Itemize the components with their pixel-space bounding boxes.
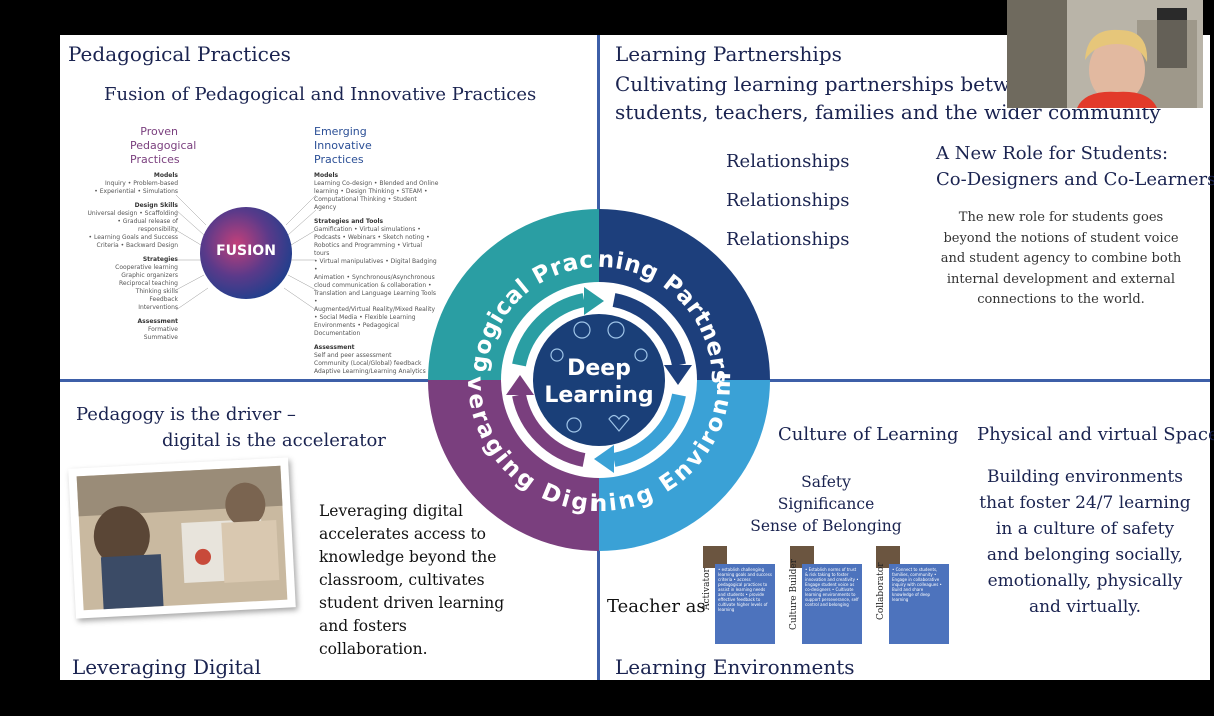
fusion-list-item: Environments • Pedagogical: [314, 322, 439, 330]
fusion-list-item: Adaptive Learning/Learning Analytics: [314, 368, 439, 376]
fusion-list-item: Inquiry • Problem-based: [80, 180, 178, 188]
fusion-list-item: Formative: [80, 326, 178, 334]
fusion-list-item: Universal design • Scaffolding: [80, 210, 178, 218]
fusion-list-heading: Assessment: [314, 344, 439, 352]
fusion-list-item: Robotics and Programming • Virtual tours: [314, 242, 439, 258]
fusion-list-item: • Experiential • Simulations: [80, 188, 178, 196]
relationships-text-1: Relationships: [726, 151, 849, 172]
new-role-title-1: A New Role for Students:: [936, 143, 1168, 164]
center-label-learning: Learning: [544, 383, 653, 408]
fusion-list-item: • Social Media • Flexible Learning: [314, 314, 439, 322]
fusion-list-item: • Virtual manipulatives • Digital Badgin…: [314, 258, 439, 274]
fusion-list-heading: Strategies: [80, 256, 178, 264]
fusion-list-item: Translation and Language Learning Tools …: [314, 290, 439, 306]
presenter-webcam: [1007, 0, 1203, 108]
fusion-label: FUSION: [198, 243, 294, 259]
collaborator-label: Collaborator: [876, 562, 886, 620]
pedagogy-driver-heading-2: digital is the accelerator: [162, 430, 386, 451]
fusion-list-item: Computational Thinking • Student Agency: [314, 196, 439, 212]
learning-partnerships-title: Learning Partnerships: [615, 42, 842, 66]
culture-builder-card: • Establish norms of trust & risk taking…: [802, 564, 862, 644]
physical-virtual-space-title: Physical and virtual Space: [977, 424, 1214, 445]
fusion-list-item: Augmented/Virtual Reality/Mixed Reality: [314, 306, 439, 314]
fusion-list-item: learning • Design Thinking • STEAM •: [314, 188, 439, 196]
fusion-list-heading: Models: [80, 172, 178, 180]
activator-card: • establish challenging learning goals a…: [715, 564, 775, 644]
fusion-list-heading: Assessment: [80, 318, 178, 326]
fusion-list-item: Community (Local/Global) feedback: [314, 360, 439, 368]
fusion-list-item: Graphic organizers: [80, 272, 178, 280]
presenter-video-image: [1007, 0, 1203, 108]
teacher-as-label: Teacher as: [607, 596, 706, 617]
fusion-list-item: • Learning Goals and Success: [80, 234, 178, 242]
new-role-title-2: Co-Designers and Co-Learners: [936, 169, 1214, 190]
fusion-list-item: Thinking skills: [80, 288, 178, 296]
fusion-list-heading: Design Skills: [80, 202, 178, 210]
fusion-list-item: Podcasts • Webinars • Sketch noting •: [314, 234, 439, 242]
culture-of-learning-title: Culture of Learning: [778, 424, 959, 445]
fusion-list-item: Summative: [80, 334, 178, 342]
fusion-list-item: Learning Co-design • Blended and Online: [314, 180, 439, 188]
fusion-list-heading: Models: [314, 172, 439, 180]
fusion-list-item: Documentation: [314, 330, 439, 338]
activator-label: Activator: [702, 568, 712, 610]
fusion-list-heading: Strategies and Tools: [314, 218, 439, 226]
leveraging-digital-footer: Leveraging Digital: [72, 655, 261, 679]
fusion-list-item: Reciprocal teaching: [80, 280, 178, 288]
fusion-list-item: Cooperative learning: [80, 264, 178, 272]
fusion-list-item: Animation • Synchronous/Asynchronous: [314, 274, 439, 282]
fusion-list-item: • Gradual release of responsibility: [80, 218, 178, 234]
collaborator-card: • Connect to students, families, communi…: [889, 564, 949, 644]
deep-learning-wheel: Pedagogical Practices Learning Partnersh…: [424, 205, 774, 555]
pedagogy-driver-heading-1: Pedagogy is the driver –: [76, 404, 296, 425]
learning-environments-footer: Learning Environments: [615, 655, 855, 679]
culture-builder-label: Culture Builder: [789, 559, 799, 630]
pedagogical-practices-title: Pedagogical Practices: [68, 42, 291, 66]
fusion-list-item: Gamification • Virtual simulations •: [314, 226, 439, 234]
fusion-list-item: Interventions: [80, 304, 178, 312]
students-classroom-photo: [68, 457, 296, 618]
fusion-list-item: Criteria • Backward Design: [80, 242, 178, 250]
fusion-list-item: cloud communication & collaboration •: [314, 282, 439, 290]
fusion-list-item: Feedback: [80, 296, 178, 304]
center-label-deep: Deep: [567, 356, 631, 381]
fusion-list-item: Self and peer assessment: [314, 352, 439, 360]
fusion-subtitle: Fusion of Pedagogical and Innovative Pra…: [104, 84, 536, 105]
partnerships-subtitle-line1: Cultivating learning partnerships betwee…: [615, 72, 1047, 96]
